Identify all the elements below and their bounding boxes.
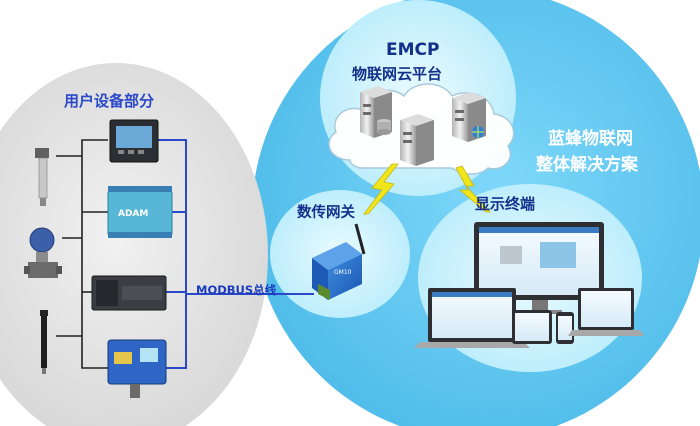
cloud-platform-subtitle: 物联网云平台	[352, 65, 443, 83]
small-laptop-icon	[568, 288, 644, 336]
smartphone-icon	[556, 312, 574, 344]
panel-meter-icon	[109, 119, 159, 163]
solution-title-line2: 整体解决方案	[536, 155, 638, 175]
gateway-label: 数传网关	[297, 205, 355, 221]
modbus-bus-lines	[158, 139, 314, 369]
laptop-icon	[414, 288, 530, 348]
tablet-icon	[512, 310, 552, 344]
cloud-platform-title: EMCP	[386, 40, 440, 60]
globe-icon	[472, 126, 484, 138]
adam-brand-label: ADAM	[118, 209, 148, 219]
user-equipment-title: 用户设备部分	[64, 92, 155, 110]
modbus-bus-label: MODBUS总线	[196, 283, 277, 297]
lightning-bolt-display	[455, 165, 491, 213]
ph-sensor-probe-icon	[40, 310, 48, 374]
adam-io-module-icon: ADAM	[107, 186, 173, 238]
desktop-monitor-icon	[474, 222, 604, 314]
plc-controller-icon	[91, 275, 167, 311]
differential-pressure-transmitter-icon	[24, 227, 62, 278]
sensor-wiring-lines	[56, 139, 108, 369]
pressure-transmitter-icon	[35, 148, 49, 206]
server-center-icon	[400, 114, 434, 166]
gateway-device-tag: GM10	[334, 269, 352, 276]
solution-title-line1: 蓝蜂物联网	[548, 129, 633, 149]
display-terminal-label: 显示终端	[475, 195, 536, 213]
lightning-bolt-gateway	[363, 163, 399, 215]
instrument-transmitter-icon	[107, 339, 167, 398]
database-icon	[377, 119, 391, 135]
gateway-device-icon: GM10	[312, 223, 366, 300]
